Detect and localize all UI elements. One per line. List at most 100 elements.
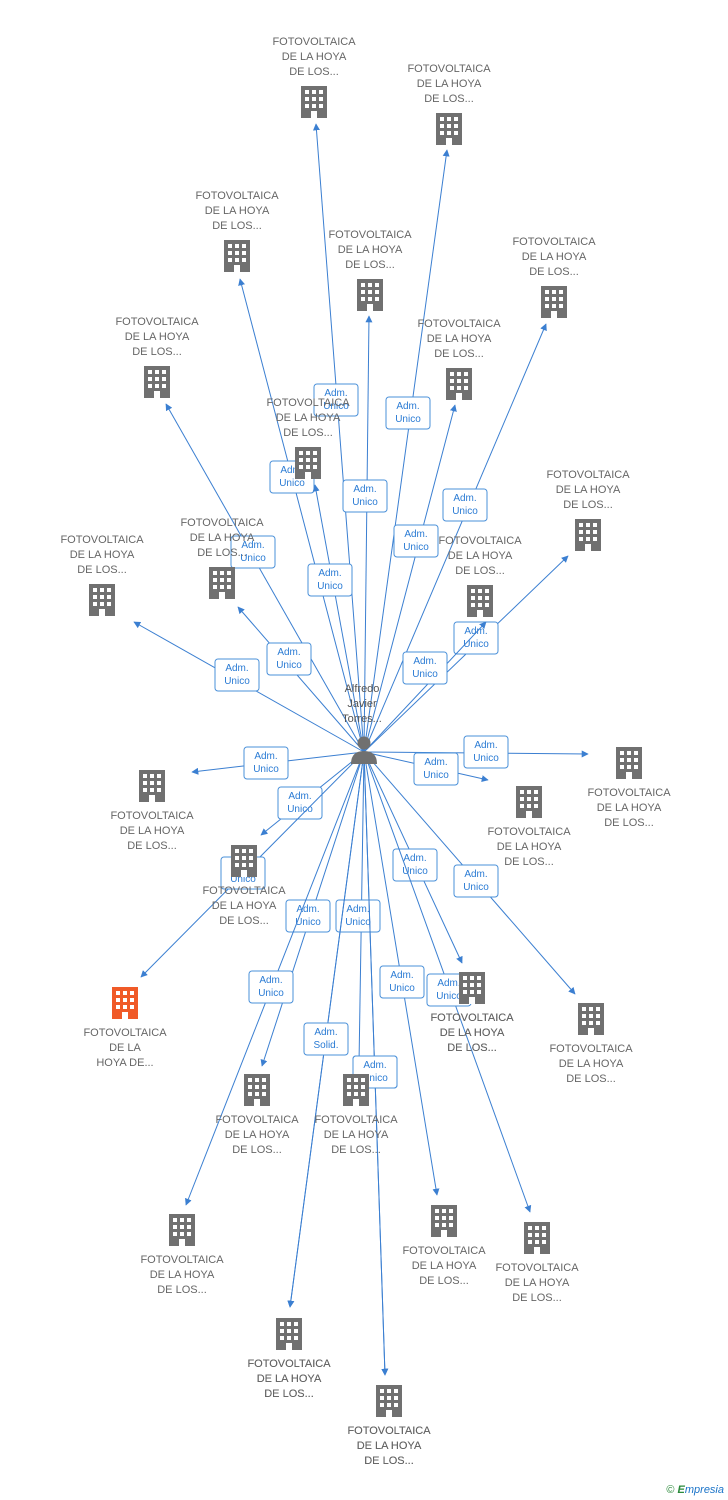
company-name: DE LOS... xyxy=(77,564,127,576)
edge-role-label: Adm. xyxy=(296,904,319,915)
company-name: DE LOS... xyxy=(424,93,474,105)
edge-n15: Adm.Unico xyxy=(363,751,489,786)
edge-role-box[interactable] xyxy=(463,735,509,769)
edge-role-box[interactable] xyxy=(307,563,353,597)
edge-role-label: Unico xyxy=(463,639,489,650)
company-name: FOTOVOLTAICA xyxy=(430,1012,514,1024)
edge-role-box[interactable] xyxy=(392,848,438,882)
edge-line xyxy=(363,323,547,753)
edge-role-box[interactable] xyxy=(266,642,312,676)
edge-role-box[interactable] xyxy=(342,479,388,513)
company-name: FOTOVOLTAICA xyxy=(430,1012,514,1024)
edge-role-label: Unico xyxy=(362,1073,388,1084)
building-icon xyxy=(89,584,115,616)
edge-role-box[interactable] xyxy=(313,383,359,417)
edge-role-box[interactable] xyxy=(303,1022,349,1056)
building-icon xyxy=(144,366,170,398)
edge-role-box[interactable] xyxy=(413,752,459,786)
edge-n11: Adm. Unico xyxy=(133,621,365,753)
edge-role-label: Unico xyxy=(403,542,429,553)
edge-role-box[interactable] xyxy=(453,864,499,898)
brand-initial: E xyxy=(677,1484,685,1496)
company-name: DE LA HOYA xyxy=(190,532,255,544)
edge-role-box[interactable] xyxy=(442,488,488,522)
company-name: FOTOVOLTAICA xyxy=(215,1114,299,1126)
company-name: DE LOS... xyxy=(566,1073,616,1085)
company-name: HOYA DE... xyxy=(96,1057,153,1069)
company-name: DE LOS... xyxy=(455,565,505,577)
edge-n27: Adm.Solid. xyxy=(287,751,365,1308)
edge-role-box[interactable] xyxy=(243,746,289,780)
company-name: FOTOVOLTAICA xyxy=(195,190,279,202)
company-name: DE LA HOYA xyxy=(205,205,270,217)
company-name: DE LOS... xyxy=(364,1455,414,1467)
edge-role-box[interactable] xyxy=(214,658,260,692)
edge-role-box[interactable] xyxy=(453,621,499,655)
edge-role-box[interactable] xyxy=(402,651,448,685)
person-node[interactable]: AlfredoJavierTorres... xyxy=(342,683,382,764)
company-name: DE LA HOYA xyxy=(556,484,621,496)
edge-line xyxy=(312,123,365,753)
edge-role-label: Unico xyxy=(389,983,415,994)
company-name: DE LA HOYA xyxy=(427,333,492,345)
edge-role-label: Adm. xyxy=(225,663,248,674)
edge-line xyxy=(363,404,457,753)
building-icon xyxy=(301,86,327,118)
edge-role-box[interactable] xyxy=(393,524,439,558)
brand-name: mpresia xyxy=(684,1484,724,1496)
edge-line xyxy=(165,403,365,753)
footer-brand[interactable]: ©Empresia xyxy=(666,1484,724,1496)
company-name: FOTOVOLTAICA xyxy=(272,36,356,48)
edge-role-box[interactable] xyxy=(248,970,294,1004)
company-name: DE LOS... xyxy=(434,348,484,360)
edge-role-label: Adm. xyxy=(259,975,282,986)
company-name: DE LOS... xyxy=(127,840,177,852)
edge-role-label: Adm. xyxy=(404,529,427,540)
company-name: FOTOVOLTAICA xyxy=(180,517,264,529)
edge-role-box[interactable] xyxy=(379,965,425,999)
edge-role-box[interactable] xyxy=(385,396,431,430)
copyright-symbol: © xyxy=(666,1484,675,1496)
edge-role-box[interactable] xyxy=(277,786,323,820)
company-name: FOTOVOLTAICA xyxy=(347,1425,431,1437)
edge-role-box[interactable] xyxy=(230,535,276,569)
edge-role-label: Adm. xyxy=(474,740,497,751)
edge-role-label: Unico xyxy=(276,660,302,671)
company-name: DE LOS... xyxy=(529,266,579,278)
company-name: DE LOS... xyxy=(447,1042,497,1054)
building-icon xyxy=(169,1214,195,1246)
edge-role-box[interactable] xyxy=(285,899,331,933)
edge-role-label: Adm. xyxy=(314,1027,337,1038)
edge-role-label: Unico xyxy=(402,866,428,877)
edge-n5: Adm. Unico xyxy=(363,323,547,753)
